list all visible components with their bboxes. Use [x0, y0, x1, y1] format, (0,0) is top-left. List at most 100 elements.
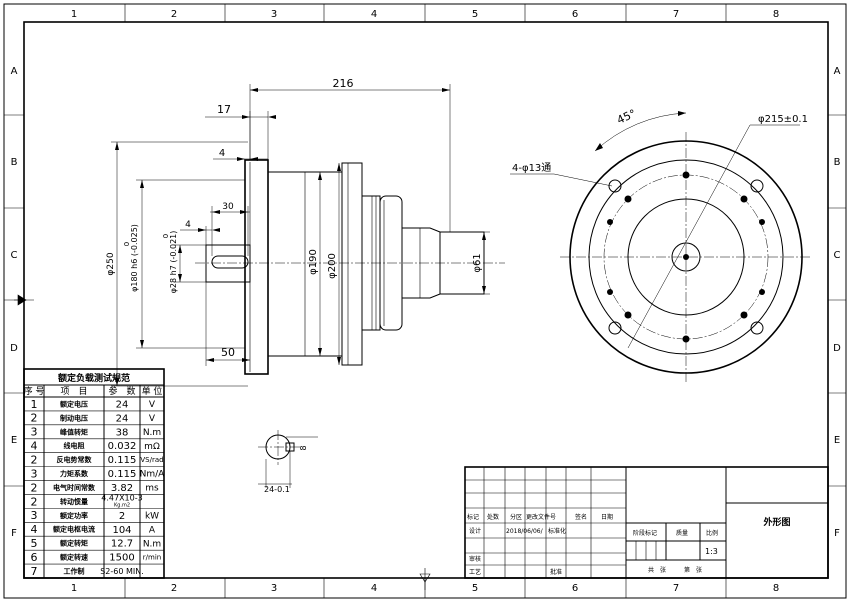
spec-cell-r4-c3: VS/rad — [140, 456, 163, 464]
spec-cell-r1-c2: 24 — [116, 413, 129, 424]
spec-cell-r6-c0: 2 — [31, 481, 38, 494]
centering-mark-left — [14, 294, 34, 306]
angle-arc — [594, 112, 687, 152]
spec-cell-r0-c2: 24 — [116, 399, 129, 410]
grid-row-d-left: D — [10, 343, 18, 354]
bolt-heads — [607, 171, 765, 343]
grid-row-b-left: B — [11, 157, 18, 168]
angle-label: 45° — [615, 107, 638, 127]
mount-hole-2 — [750, 179, 764, 193]
holes-label: 4-φ13通 — [512, 162, 551, 174]
spec-cell-r7-c0: 2 — [31, 495, 38, 508]
spec-table-title: 额定负载测试规范 — [58, 372, 130, 384]
dim-216-label: 216 — [333, 77, 354, 90]
grid-row-b-right: B — [834, 157, 841, 168]
tb-fenqu: 分区 — [510, 513, 522, 521]
grid-row-d-right: D — [833, 343, 841, 354]
tb-zhongliang: 质量 — [676, 529, 688, 537]
dim-phi61-label: φ61 — [472, 253, 483, 272]
dim-216: 216 — [249, 77, 451, 232]
tb-qianming: 签名 — [575, 513, 587, 521]
spec-cell-r7-c2: 4.47X10-3 — [101, 493, 142, 502]
tb-di: 第 张 — [684, 566, 702, 574]
key-width-label: 8 — [299, 445, 308, 450]
dim-phi28: φ28 h7 (-0.021) 0 — [162, 231, 206, 294]
spec-cell-r10-c3: N.m — [143, 539, 161, 549]
spec-header-seq: 序 号 — [24, 385, 45, 397]
dim-30: 30 — [210, 202, 250, 256]
grid-col-1-bottom: 1 — [71, 583, 77, 594]
grid-col-5-bottom: 5 — [472, 583, 478, 594]
spec-cell-r5-c0: 3 — [31, 467, 38, 480]
tb-scale-val: 1:3 — [705, 547, 718, 556]
key-section-detail: 8 24-0.1 — [258, 430, 318, 494]
spec-cell-r9-c1: 额定电枢电流 — [52, 525, 95, 534]
spec-cell-r6-c3: ms — [145, 484, 159, 494]
grid-row-e-left: E — [11, 435, 17, 446]
dim-phi28-upper: 0 — [162, 234, 170, 238]
spec-cell-r5-c3: Nm/A — [140, 470, 166, 480]
spec-cell-r6-c1: 电气时间常数 — [53, 483, 96, 492]
spec-header-item: 项 目 — [60, 386, 87, 397]
dim-phi28-label: φ28 h7 (-0.021) — [169, 231, 178, 294]
spec-cell-r2-c0: 3 — [31, 426, 38, 439]
spec-header-param: 参 数 — [108, 385, 135, 397]
spec-cell-r0-c0: 1 — [31, 398, 38, 411]
dim-4-pilot: 4 — [213, 148, 268, 161]
tb-biaozhunhua: 标准化 — [548, 527, 566, 535]
spec-cell-r11-c3: r/min — [143, 554, 161, 562]
spec-cell-r9-c0: 4 — [31, 523, 38, 536]
grid-col-3-top: 3 — [271, 9, 277, 20]
grid-row-f-right: F — [834, 528, 840, 539]
spec-cell-r8-c1: 额定功率 — [59, 511, 88, 520]
brake-disc — [379, 195, 403, 331]
grid-col-3-bottom: 3 — [271, 583, 277, 594]
spec-cell-r9-c2: 104 — [112, 525, 131, 536]
grid-col-1-top: 1 — [71, 9, 77, 20]
spec-header-unit: 单 位 — [142, 385, 163, 397]
spec-cell-r11-c0: 6 — [31, 551, 38, 564]
tb-chushu: 处数 — [487, 513, 499, 521]
grid-row-c-right: C — [834, 250, 841, 261]
grid-col-6-top: 6 — [572, 9, 578, 20]
front-view: 45° φ215±0.1 4-φ13通 — [510, 107, 812, 382]
keyway — [211, 255, 249, 269]
grid-row-e-right: E — [834, 435, 840, 446]
grid-row-a-right: A — [834, 66, 841, 77]
grid-col-2-bottom: 2 — [171, 583, 177, 594]
spec-cell-r6-c2: 3.82 — [111, 483, 133, 494]
spec-cell-r10-c0: 5 — [31, 537, 38, 550]
spec-cell-r10-c2: 12.7 — [111, 539, 133, 550]
spec-cell-r11-c2: 1500 — [109, 553, 134, 564]
spec-cell-r8-c2: 2 — [119, 511, 125, 522]
spec-cell-r7-c2: Kg.m2 — [114, 502, 130, 508]
dim-phi250-label: φ250 — [106, 252, 116, 275]
spec-cell-r0-c1: 额定电压 — [59, 399, 88, 408]
mounting-flange — [244, 159, 269, 375]
tb-pizhun: 批准 — [550, 568, 562, 576]
outer-border — [3, 3, 847, 599]
side-view: 216 17 4 30 4 — [106, 77, 505, 387]
dim-4-pilot-label: 4 — [219, 148, 225, 159]
drawing-title: 外形图 — [762, 516, 790, 528]
dim-phi200: φ200 — [327, 163, 341, 365]
tb-gong: 共 张 — [648, 566, 666, 574]
dim-4-key: 4 — [180, 220, 220, 245]
mount-hole-4 — [750, 321, 764, 335]
spec-cell-r2-c2: 38 — [116, 427, 129, 438]
spec-cell-r5-c1: 力矩系数 — [60, 469, 89, 478]
grid-col-4-top: 4 — [371, 9, 377, 20]
grid-ticks — [4, 4, 846, 598]
tb-gengai: 更改文件号 — [526, 513, 556, 521]
spec-cell-r4-c1: 反电势常数 — [57, 455, 93, 464]
rear-flange — [341, 162, 363, 366]
grid-col-7-bottom: 7 — [673, 583, 679, 594]
spec-cell-r3-c2: 0.032 — [108, 441, 137, 452]
grid-col-2-top: 2 — [171, 9, 177, 20]
dim-phi190-label: φ190 — [308, 249, 319, 275]
grid-col-8-bottom: 8 — [773, 583, 779, 594]
spec-cell-r3-c3: mΩ — [144, 442, 160, 452]
dim-17-label: 17 — [217, 103, 231, 116]
key-height-label: 24-0.1 — [264, 485, 290, 494]
